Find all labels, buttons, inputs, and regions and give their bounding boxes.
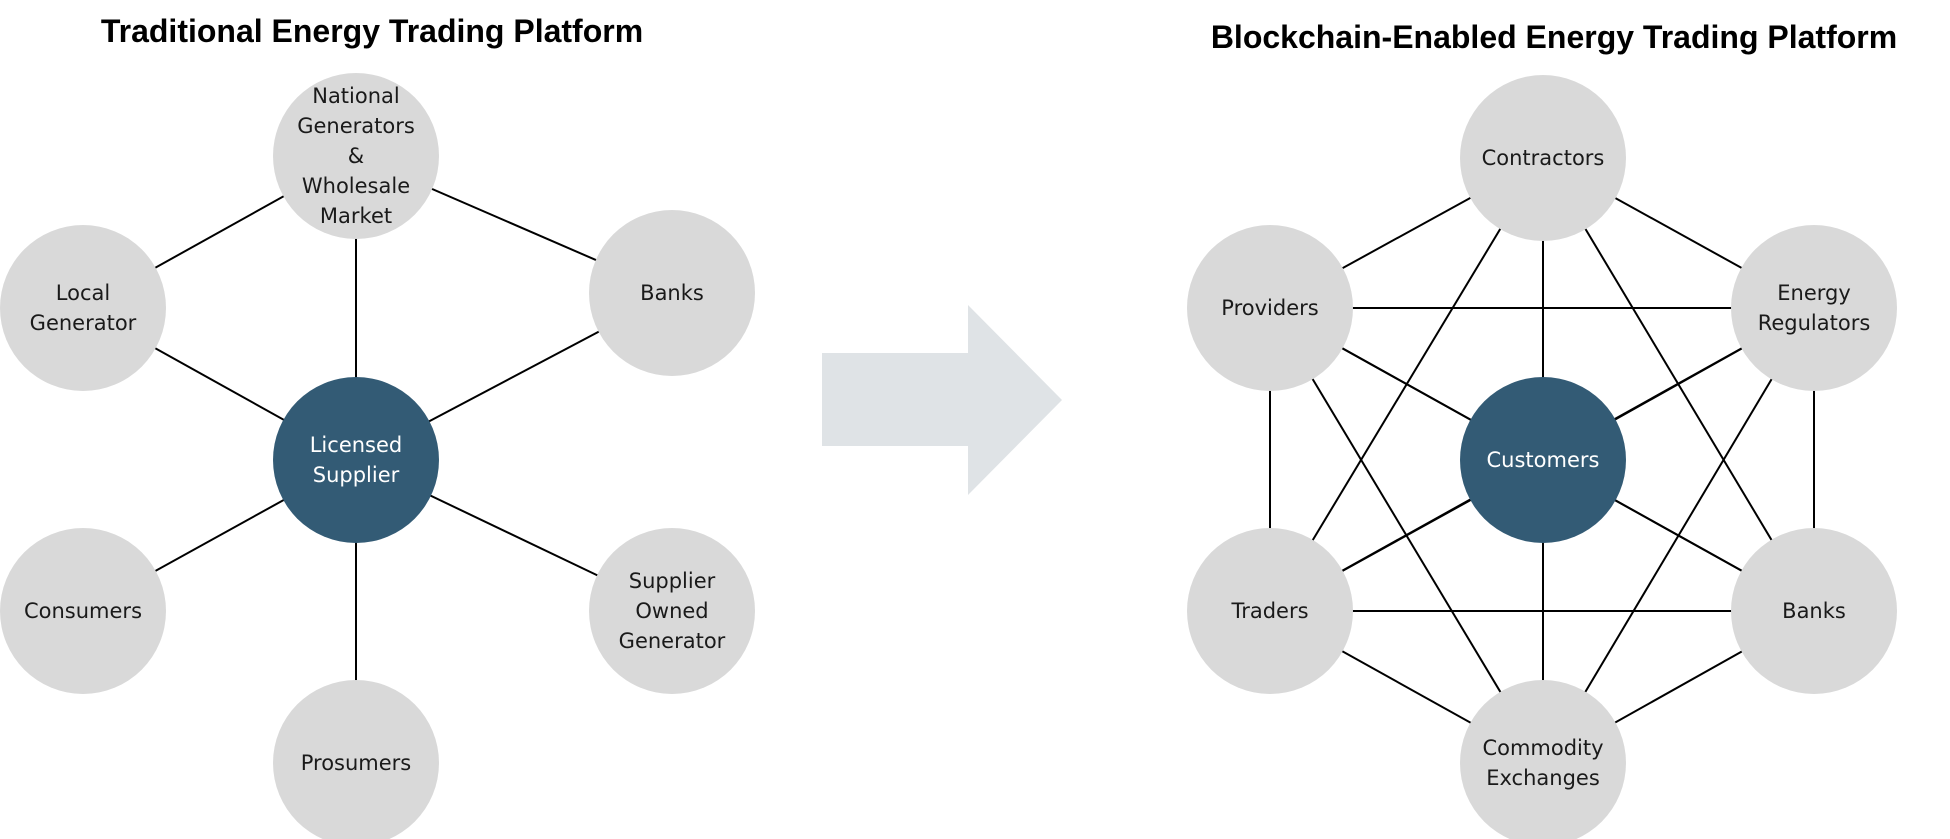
right-network: Customers ContractorsEnergyRegulatorsBank…: [1187, 75, 1897, 839]
right-node-traders: Traders: [1187, 528, 1353, 694]
left-node-label: Supplier: [313, 463, 400, 487]
left-node-label: Consumers: [24, 599, 142, 623]
right-node-circle: [1460, 75, 1626, 241]
right-node-label: Commodity: [1482, 736, 1603, 760]
left-node-circle: [273, 377, 439, 543]
right-node-label: Customers: [1487, 448, 1600, 472]
right-node-circle: [1187, 528, 1353, 694]
left-node-label: Prosumers: [301, 751, 412, 775]
right-node-label: Traders: [1230, 599, 1308, 623]
right-node-label: Banks: [1782, 599, 1846, 623]
right-node-customers: Customers: [1460, 377, 1626, 543]
left-node-label: Generator: [619, 629, 726, 653]
left-node-label: Local: [56, 281, 110, 305]
left-node-label: Owned: [635, 599, 708, 623]
right-node-circle: [1187, 225, 1353, 391]
left-node-label: Market: [320, 204, 392, 228]
right-edge-4-6: [1269, 307, 1544, 764]
right-node-circle: [1460, 377, 1626, 543]
left-node-label: Generator: [30, 311, 137, 335]
left-node-consumers: Consumers: [0, 528, 166, 694]
left-node-circle: [273, 680, 439, 839]
left-node-circle: [0, 225, 166, 391]
right-node-label: Contractors: [1482, 146, 1605, 170]
left-node-label: National: [312, 84, 400, 108]
left-title: Traditional Energy Trading Platform: [101, 13, 643, 49]
right-arrow-icon: [822, 305, 1062, 495]
left-node-label: Generators: [297, 114, 415, 138]
right-node-providers: Providers: [1187, 225, 1353, 391]
left-node-label: Banks: [640, 281, 704, 305]
left-node-circle: [273, 73, 439, 239]
right-node-circle: [1731, 528, 1897, 694]
right-node-banks: Banks: [1731, 528, 1897, 694]
right-node-contractors: Contractors: [1460, 75, 1626, 241]
left-node-label: &: [348, 144, 364, 168]
left-node-circle: [0, 528, 166, 694]
right-node-circle: [1731, 225, 1897, 391]
left-node-prosumers: Prosumers: [273, 680, 439, 839]
left-node-label: Licensed: [310, 433, 403, 457]
right-node-label: Energy: [1777, 281, 1851, 305]
right-title: Blockchain-Enabled Energy Trading Platfo…: [1211, 19, 1897, 55]
right-node-circle: [1460, 680, 1626, 839]
right-node-label: Providers: [1221, 296, 1318, 320]
right-node-label: Exchanges: [1486, 766, 1600, 790]
left-node-circle: [589, 528, 755, 694]
left-node-banks: Banks: [589, 210, 755, 376]
left-node-circle: [589, 210, 755, 376]
right-node-label: Regulators: [1758, 311, 1871, 335]
left-node-label: Supplier: [629, 569, 716, 593]
left-node-label: Wholesale: [302, 174, 410, 198]
